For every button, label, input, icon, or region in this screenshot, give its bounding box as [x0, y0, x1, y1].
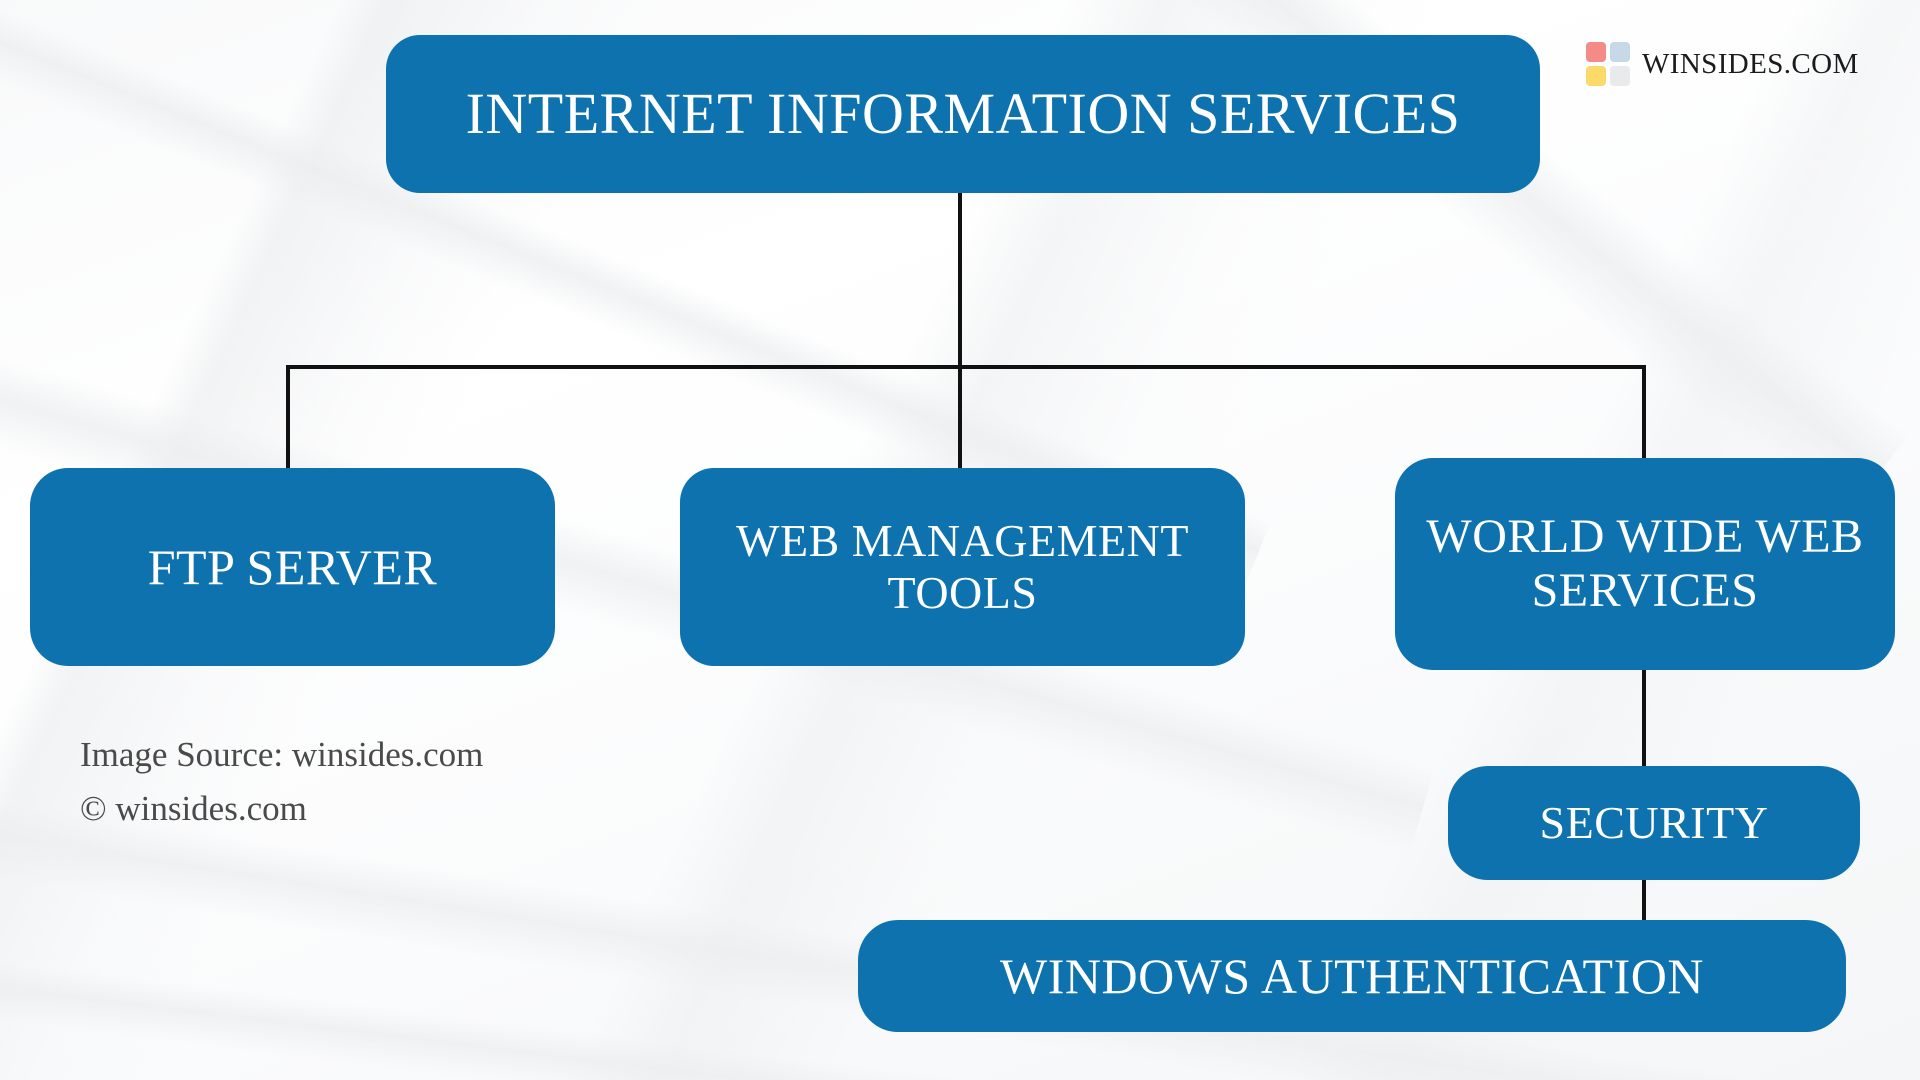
logo-grid-icon [1586, 42, 1630, 86]
node-ftp-server[interactable]: FTP SERVER [30, 468, 555, 666]
image-source-text: Image Source: winsides.com [80, 735, 484, 774]
node-internet-information-services[interactable]: INTERNET INFORMATION SERVICES [386, 35, 1540, 193]
connector-drop-web-management-tools [958, 365, 962, 475]
logo-tile-top-right-icon [1610, 42, 1630, 62]
attribution-block: Image Source: winsides.com © winsides.co… [80, 735, 483, 829]
node-web-management-tools[interactable]: WEB MANAGEMENT TOOLS [680, 468, 1245, 666]
node-label: WINDOWS AUTHENTICATION [1000, 948, 1704, 1004]
node-world-wide-web-services[interactable]: WORLD WIDE WEB SERVICES [1395, 458, 1895, 670]
logo-wordmark: WINSIDES.COM [1642, 47, 1859, 80]
connector-www-to-security [1642, 668, 1646, 778]
logo-tile-bottom-left-icon [1586, 66, 1606, 86]
logo-tile-bottom-right-icon [1610, 66, 1630, 86]
copyright-text: © winsides.com [80, 789, 307, 828]
node-security[interactable]: SECURITY [1448, 766, 1860, 880]
node-label: WEB MANAGEMENT TOOLS [736, 515, 1189, 618]
node-label: INTERNET INFORMATION SERVICES [465, 80, 1461, 146]
connector-root-trunk [958, 193, 962, 369]
winsides-logo[interactable]: WINSIDES.COM [1586, 42, 1859, 86]
node-windows-authentication[interactable]: WINDOWS AUTHENTICATION [858, 920, 1846, 1032]
node-label: FTP SERVER [147, 539, 438, 595]
connector-security-to-windows-authentication [1642, 862, 1646, 928]
connector-horizontal-bus [286, 365, 1646, 369]
node-label: SECURITY [1539, 797, 1769, 849]
connector-drop-world-wide-web-services [1642, 365, 1646, 465]
node-label: WORLD WIDE WEB SERVICES [1426, 510, 1864, 617]
connector-drop-ftp [286, 365, 290, 475]
logo-tile-top-left-icon [1586, 42, 1606, 62]
